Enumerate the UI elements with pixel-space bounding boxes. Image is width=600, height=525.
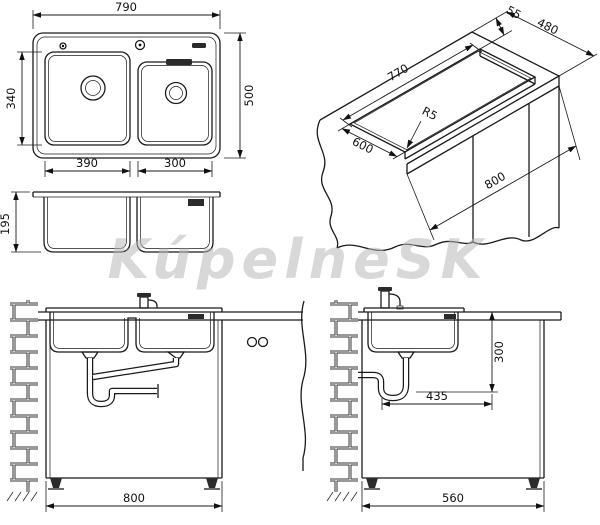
dim-bowl-depth: 340 [4, 51, 42, 146]
cabinet-foot-back [366, 478, 378, 488]
faucet-hole [134, 39, 146, 51]
dim-bowl-depth-label: 340 [4, 88, 18, 110]
drain-plumbing-front [80, 351, 186, 408]
cutout [348, 48, 537, 160]
strainer-left [80, 351, 100, 359]
dim-counter-depth: 480 [506, 11, 598, 77]
cabinet-foot-front [528, 478, 540, 488]
sink-front-section [45, 307, 223, 353]
brick-wall-left [10, 300, 38, 492]
dim-cutout-depth: 600 [337, 123, 406, 160]
accessory-hole-right [192, 43, 206, 48]
dim-cutout-width-label: 770 [385, 61, 411, 84]
watermark-text: KúpelneSK [108, 228, 489, 291]
iso-view: 770 600 55 480 R5 800 [316, 3, 598, 252]
accessory-hole-left [59, 42, 67, 50]
overflow-front [188, 314, 204, 319]
dim-section-height-label: 195 [0, 213, 12, 235]
dim-cutout-depth-label: 600 [350, 134, 376, 156]
dim-cabinet-width: 800 [45, 481, 223, 512]
sink-side-section [363, 307, 465, 353]
side-installation-view: 300 435 560 [326, 287, 562, 512]
faucet-side [378, 287, 404, 310]
sink-outline [32, 32, 221, 159]
cabinet-foot-left [50, 478, 62, 488]
overflow-slot [166, 59, 192, 65]
drain-left [80, 75, 106, 101]
right-bowl-section [136, 197, 214, 253]
wall-hatch-right [326, 491, 358, 502]
mounting-holes [246, 336, 269, 348]
dim-cabinet-width-label: 800 [123, 491, 145, 505]
countertop-front [38, 300, 307, 471]
dim-overall-depth-label: 500 [242, 85, 256, 107]
dim-overall-depth: 500 [224, 32, 256, 159]
wall-hatch [6, 491, 38, 502]
right-bowl [137, 59, 213, 146]
dim-corner-radius-label: R5 [420, 104, 440, 123]
overflow-section [188, 199, 204, 206]
brick-wall-right [330, 300, 358, 492]
dim-left-bowl-width: 390 [44, 156, 131, 177]
drain-right [164, 81, 188, 105]
drain-plumbing-side [358, 351, 416, 402]
dim-base-width-label: 800 [482, 169, 508, 192]
strainer-right [166, 351, 186, 359]
room-break-line [300, 300, 307, 471]
dim-left-bowl-width-label: 390 [76, 156, 98, 170]
mounting-hole-2 [257, 336, 269, 348]
cabinet-under-counter [472, 86, 560, 242]
cabinet-side [361, 320, 545, 490]
plan-view: 790 500 340 390 300 [4, 0, 256, 177]
cabinet-foot-right [206, 478, 218, 488]
dim-cabinet-depth: 560 [361, 481, 545, 512]
dim-corner-radius: R5 [406, 104, 440, 149]
countertop [319, 31, 561, 175]
dim-edge-offset: 55 [471, 3, 524, 50]
overflow-side [444, 314, 456, 319]
dim-cabinet-depth-label: 560 [442, 491, 464, 505]
dim-cutout-width: 770 [339, 42, 483, 128]
dim-counter-depth-label: 480 [535, 15, 561, 37]
left-bowl-section [43, 197, 131, 253]
dim-right-bowl-width: 300 [137, 156, 213, 177]
front-installation-view: 800 [6, 293, 307, 512]
dim-drain-offset-label: 435 [426, 389, 448, 403]
left-bowl [44, 51, 131, 146]
dim-overall-width-label: 790 [115, 0, 137, 14]
section-view: 195 [0, 191, 221, 253]
dim-right-bowl-width-label: 300 [164, 156, 186, 170]
dim-drain-height: 300 [416, 311, 506, 393]
dim-overall-width: 790 [32, 0, 221, 29]
mounting-hole-1 [246, 336, 258, 348]
cabinet-front [45, 320, 223, 490]
strainer-side [396, 351, 416, 359]
tap-holes [59, 39, 206, 51]
dim-drain-height-label: 300 [492, 341, 506, 363]
dim-drain-offset: 435 [381, 389, 493, 410]
countertop-side [358, 311, 562, 321]
faucet-front [137, 293, 158, 309]
dim-section-height: 195 [0, 191, 41, 253]
